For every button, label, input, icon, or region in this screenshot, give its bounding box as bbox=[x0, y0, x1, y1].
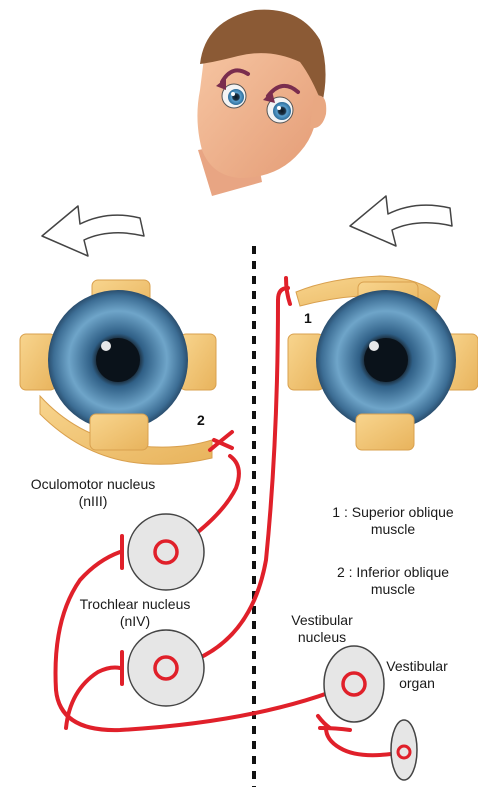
right-rotation-arrow-icon bbox=[350, 196, 452, 246]
legend-item-superior-oblique: 1 : Superior oblique muscle bbox=[318, 504, 468, 538]
oculomotor-label: Oculomotor nucleus (nIII) bbox=[8, 476, 178, 510]
legend-item-1-line1: 1 : Superior oblique bbox=[318, 504, 468, 521]
trochlear-label-line2: (nIV) bbox=[60, 613, 210, 630]
vestibular-organ-label-line1: Vestibular bbox=[372, 658, 462, 675]
right-eyeball bbox=[288, 276, 478, 450]
vestibular-nucleus-label-line2: nucleus bbox=[272, 629, 372, 646]
left-inferior-rectus-muscle bbox=[90, 414, 148, 450]
marker-inferior-oblique: 2 bbox=[197, 412, 205, 428]
legend-item-1-line2: muscle bbox=[318, 521, 468, 538]
trochlear-label-line1: Trochlear nucleus bbox=[60, 596, 210, 613]
right-eye-iris bbox=[273, 102, 291, 120]
synapse-terminal-vestibular bbox=[320, 728, 350, 730]
left-rotation-arrow-icon bbox=[42, 206, 144, 256]
vestibular-organ-label-line2: organ bbox=[372, 675, 462, 692]
synapse-terminal-1 bbox=[286, 278, 290, 304]
vestibular-nucleus-label-line1: Vestibular bbox=[272, 612, 372, 629]
left-eye-iris bbox=[228, 89, 244, 105]
oculomotor-label-line2: (nIII) bbox=[8, 493, 178, 510]
right-inferior-rectus-muscle bbox=[356, 414, 414, 450]
vestibular-nucleus-label: Vestibular nucleus bbox=[272, 612, 372, 646]
legend-item-inferior-oblique: 2 : Inferior oblique muscle bbox=[318, 564, 468, 598]
legend-item-2-line2: muscle bbox=[318, 581, 468, 598]
left-eyeball bbox=[20, 280, 216, 464]
oculomotor-label-line1: Oculomotor nucleus bbox=[8, 476, 178, 493]
legend-item-2-line1: 2 : Inferior oblique bbox=[318, 564, 468, 581]
oculomotor-nucleus bbox=[128, 514, 204, 590]
trochlear-nucleus bbox=[128, 630, 204, 706]
vestibular-organ-label: Vestibular organ bbox=[372, 658, 462, 692]
marker-superior-oblique: 1 bbox=[304, 310, 312, 326]
head-illustration bbox=[197, 10, 326, 196]
vestibular-organ bbox=[391, 720, 417, 780]
trochlear-label: Trochlear nucleus (nIV) bbox=[60, 596, 210, 630]
